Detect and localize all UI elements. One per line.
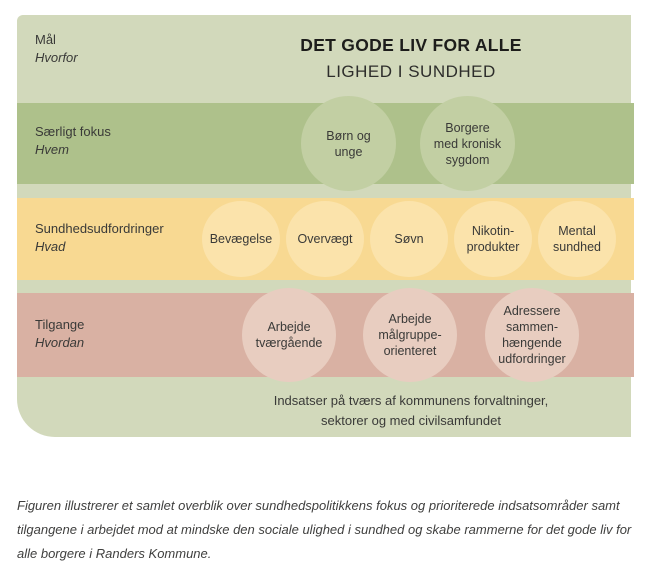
footer-note: Indsatser på tværs af kommunens forvaltn… xyxy=(273,393,549,428)
row-label-sub: Hvorfor xyxy=(35,50,78,65)
row-label-maal: Mål Hvorfor xyxy=(35,31,78,67)
row-label-saerligt-fokus: Særligt fokus Hvem xyxy=(35,123,111,159)
row-label-main: Mål xyxy=(35,32,56,47)
row-label-sundhedsudfordringer: Sundhedsudfordringer Hvad xyxy=(35,220,164,256)
row-label-tilgange: Tilgange Hvordan xyxy=(35,316,84,352)
diagram-title: DET GODE LIV FOR ALLE xyxy=(300,35,522,55)
row-label-main: Sundhedsudfordringer xyxy=(35,221,164,236)
health-circle-mental-sundhed: Mental sundhed xyxy=(538,201,616,277)
row-label-sub: Hvem xyxy=(35,142,69,157)
row-label-sub: Hvad xyxy=(35,239,66,254)
diagram-subtitle: LIGHED I SUNDHED xyxy=(326,62,496,81)
approach-circle-tvaergaaende: Arbejde tværgående xyxy=(242,288,336,382)
health-circle-soevn: Søvn xyxy=(370,201,448,277)
health-circle-overvaegt: Overvægt xyxy=(286,201,364,277)
approach-circle-maalgruppeorienteret: Arbejde målgruppe- orienteret xyxy=(363,288,457,382)
focus-circle-kronisk-sygdom: Borgere med kronisk sygdom xyxy=(420,96,515,191)
focus-circle-boern-og-unge: Børn og unge xyxy=(301,96,396,191)
row-label-main: Særligt fokus xyxy=(35,124,111,139)
health-circle-nikotinprodukter: Nikotin- produkter xyxy=(454,201,532,277)
diagram-title-block: DET GODE LIV FOR ALLE LIGHED I SUNDHED xyxy=(191,35,631,82)
health-circle-bevaegelse: Bevægelse xyxy=(202,201,280,277)
health-policy-diagram: Mål Hvorfor Særligt fokus Hvem Sundhedsu… xyxy=(17,15,634,437)
figure-caption: Figuren illustrerer et samlet overblik o… xyxy=(17,498,632,561)
row-label-main: Tilgange xyxy=(35,317,85,332)
row-label-sub: Hvordan xyxy=(35,335,85,350)
approach-circle-sammenhaengende: Adressere sammen- hængende udfordringer xyxy=(485,288,579,382)
